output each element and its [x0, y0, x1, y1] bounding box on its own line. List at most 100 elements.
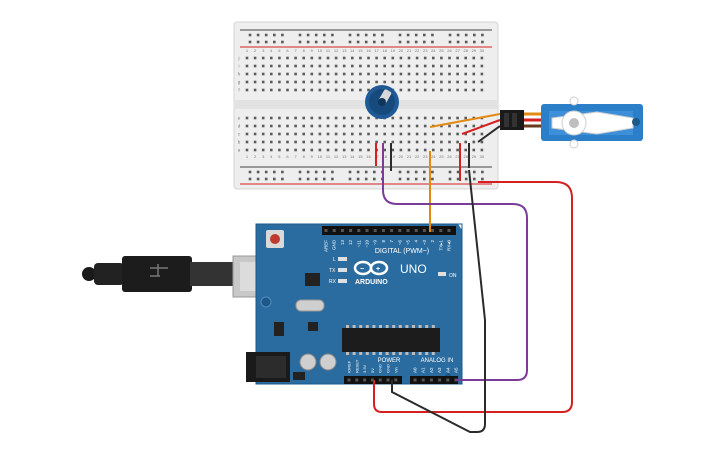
column-number: 2 — [254, 154, 257, 159]
column-number: 14 — [350, 154, 355, 159]
arduino-infinity-logo-icon: − + — [353, 260, 389, 276]
column-number: 1 — [246, 48, 249, 53]
column-number: 13 — [342, 48, 347, 53]
board-brand: ARDUINO — [355, 279, 388, 286]
row-letter: d — [238, 124, 241, 129]
rx-led-label: RX — [329, 279, 337, 285]
column-number: 7 — [294, 154, 297, 159]
digital-pin-label: ~10 — [365, 240, 370, 248]
column-number: 8 — [303, 154, 306, 159]
column-number: 28 — [463, 154, 468, 159]
column-number: 16 — [366, 48, 371, 53]
column-number: 19 — [391, 154, 396, 159]
column-number: 29 — [472, 48, 477, 53]
column-number: 2 — [254, 48, 257, 53]
digital-pin-label: RX◂0 — [447, 240, 452, 252]
board-model: UNO — [400, 262, 427, 276]
column-number: 6 — [286, 48, 289, 53]
analog-pin-label: A1 — [421, 367, 426, 373]
svg-text:−: − — [360, 266, 364, 273]
column-number: 9 — [311, 154, 314, 159]
power-header-label: POWER — [378, 358, 401, 364]
column-number: 18 — [382, 48, 387, 53]
column-number: 21 — [407, 154, 412, 159]
power-pin-label: IOREF — [347, 360, 352, 373]
breadboard-holes — [245, 33, 484, 181]
reset-button-icon[interactable] — [266, 230, 284, 248]
row-letter: i — [239, 64, 240, 69]
power-pin-label: 5V — [370, 368, 375, 373]
column-number: 26 — [447, 48, 452, 53]
power-pin-label: RESET — [354, 359, 359, 373]
column-number: 16 — [366, 154, 371, 159]
row-letter: a — [238, 148, 241, 153]
digital-pin-label: TX▸1 — [438, 240, 443, 251]
column-number: 13 — [342, 154, 347, 159]
column-number: 24 — [431, 154, 436, 159]
column-number: 10 — [318, 48, 323, 53]
column-number: 17 — [374, 48, 379, 53]
column-number: 20 — [399, 154, 404, 159]
column-number: 7 — [294, 48, 297, 53]
potentiometer-icon — [365, 85, 399, 119]
digital-pin-label: ~5 — [406, 240, 411, 246]
analog-pin-label: A2 — [429, 367, 434, 373]
column-number: 12 — [334, 154, 339, 159]
column-number: 5 — [278, 154, 281, 159]
digital-pin-label: GND — [332, 239, 337, 250]
column-number: 11 — [326, 48, 331, 53]
digital-pin-label: 2 — [430, 240, 435, 243]
power-pin-label: 3.3V — [362, 364, 367, 373]
column-number: 18 — [382, 154, 387, 159]
column-number: 11 — [326, 154, 331, 159]
column-number: 6 — [286, 154, 289, 159]
analog-header-label: ANALOG IN — [421, 358, 454, 364]
svg-text:+: + — [376, 266, 380, 273]
column-number: 1 — [246, 154, 249, 159]
column-number: 12 — [334, 48, 339, 53]
row-letter: h — [238, 72, 241, 77]
digital-pin-label: ~3 — [422, 240, 427, 246]
servo-motor-icon — [500, 96, 643, 149]
column-number: 24 — [431, 48, 436, 53]
digital-pin-label: ~9 — [373, 240, 378, 246]
power-pin-label: Vin — [393, 367, 398, 373]
digital-pin-label: 12 — [348, 240, 353, 246]
analog-pin-label: A0 — [413, 367, 418, 373]
usb-plug-icon — [82, 255, 286, 298]
column-number: 29 — [472, 154, 477, 159]
column-number: 28 — [463, 48, 468, 53]
column-number: 25 — [439, 154, 444, 159]
column-number: 30 — [480, 154, 485, 159]
column-number: 9 — [311, 48, 314, 53]
digital-header-label: DIGITAL (PWM~) — [375, 248, 429, 255]
tx-led-label: TX — [329, 268, 336, 274]
column-number: 3 — [262, 154, 265, 159]
column-number: 20 — [399, 48, 404, 53]
analog-pin-label: A4 — [445, 367, 450, 373]
column-number: 27 — [455, 154, 460, 159]
column-number: 5 — [278, 48, 281, 53]
row-letter: b — [238, 140, 241, 145]
column-number: 23 — [423, 154, 428, 159]
row-letter: g — [238, 80, 241, 85]
power-pin-label: GND — [378, 364, 383, 373]
row-letter: e — [238, 116, 241, 121]
digital-pin-label: ~11 — [356, 240, 361, 248]
digital-pin-label: 13 — [340, 240, 345, 246]
digital-pin-label: 4 — [414, 240, 419, 243]
column-number: 4 — [270, 154, 273, 159]
column-number: 3 — [262, 48, 265, 53]
column-number: 15 — [358, 48, 363, 53]
l-led-label: L — [333, 257, 336, 263]
digital-pin-label: 7 — [389, 240, 394, 243]
power-pin-label: GND — [386, 364, 391, 373]
column-number: 25 — [439, 48, 444, 53]
column-number: 4 — [270, 48, 273, 53]
